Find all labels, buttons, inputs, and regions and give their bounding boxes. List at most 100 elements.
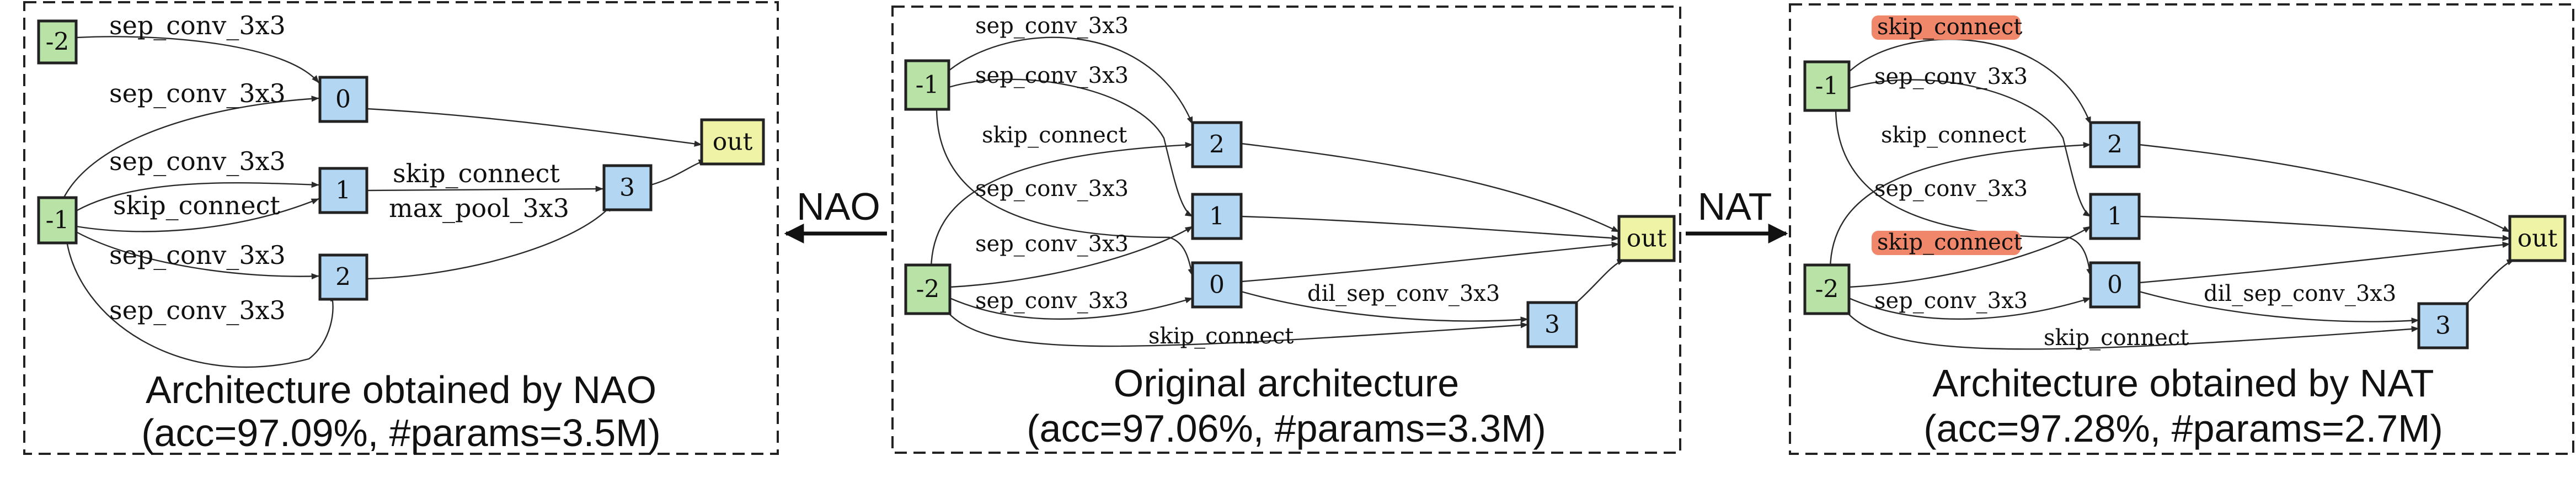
edge-nao-1-3 <box>366 186 603 192</box>
node-label: 1 <box>1209 203 1225 231</box>
node-inner-box <box>318 76 368 123</box>
panel-nao: sep_conv_3x3 sep_conv_3x3 sep_conv_3x3 s… <box>23 1 779 455</box>
node-inner-box <box>2089 193 2141 240</box>
edge-label: sep_conv_3x3 <box>1874 176 2028 202</box>
panel-caption-line1: Architecture obtained by NAO <box>146 368 656 411</box>
node-inner: 0 <box>2089 261 2141 309</box>
node-label: 3 <box>1544 311 1560 339</box>
edge-nao-m1-1b <box>76 198 319 232</box>
node-inner-box <box>2417 302 2469 349</box>
node-output-box <box>700 118 765 166</box>
edge-nat-1-out <box>2139 215 2510 241</box>
edge-label: sep_conv_3x3 <box>1874 64 2028 89</box>
node-input-box <box>37 196 78 245</box>
node-inner-box <box>318 253 368 301</box>
panel-caption-line2: (acc=97.06%, #params=3.3M) <box>1027 407 1546 450</box>
edge-orig-1-out <box>1241 215 1620 241</box>
edge-label: sep_conv_3x3 <box>109 240 286 270</box>
edge-nat-0-out <box>2139 241 2510 284</box>
edge-orig-0-3 <box>1241 290 1529 323</box>
node-label: 1 <box>335 177 351 205</box>
edge-label: skip_connect <box>982 123 1127 148</box>
edge-nao-3-out <box>650 159 707 186</box>
edge-label: skip_connect <box>2044 325 2189 351</box>
arrow-nat: NAT <box>1686 185 1788 243</box>
edge-nat-m1-2 <box>1848 39 2092 125</box>
node-label: out <box>1627 225 1667 253</box>
edge-label: sep_conv_3x3 <box>975 176 1129 202</box>
node-label: -1 <box>916 71 939 99</box>
edge-orig-m1-2 <box>948 36 1194 125</box>
edge-label: skip_connect <box>1148 324 1294 349</box>
edge-orig-m1-1 <box>948 78 1193 218</box>
node-inner-box <box>1191 121 1243 168</box>
arrow-nao-label: NAO <box>797 185 880 228</box>
panel-nat: skip_connect sep_conv_3x3 skip_connect s… <box>1789 3 2574 455</box>
node-inner: 2 <box>2089 121 2141 168</box>
node-input: -1 <box>37 196 78 245</box>
edge-nao-m1-1a <box>76 181 319 212</box>
highlight-box <box>1872 15 2021 40</box>
node-output: out <box>1617 215 1676 262</box>
panel-original-edges <box>930 36 1625 347</box>
node-inner: 3 <box>602 164 653 211</box>
panel-caption-line2: (acc=97.09%, #params=3.5M) <box>141 411 661 454</box>
edge-orig-m2-2 <box>930 142 1193 269</box>
node-input-box <box>904 263 952 315</box>
node-inner-box <box>2089 261 2141 309</box>
panel-nat-edges <box>1829 39 2515 350</box>
panel-nao-border <box>23 1 779 455</box>
node-label: 2 <box>2107 131 2123 159</box>
node-inner-box <box>2089 121 2141 168</box>
edge-nat-m2-0 <box>1848 297 2091 320</box>
arrow-nao: NAO <box>784 185 887 243</box>
node-inner: 3 <box>2417 302 2469 349</box>
panel-nat-border <box>1789 3 2574 455</box>
edge-label: skip_connect <box>393 158 560 188</box>
edge-nat-m1-0 <box>1835 109 2093 277</box>
node-label: -1 <box>1815 72 1839 100</box>
node-output: out <box>700 118 765 166</box>
panel-original: sep_conv_3x3 sep_conv_3x3 skip_connect s… <box>891 6 1681 454</box>
edge-nao-0-out <box>366 108 702 147</box>
panel-original-border <box>891 6 1681 454</box>
node-inner: 2 <box>1191 121 1243 168</box>
node-inner: 1 <box>2089 193 2141 240</box>
node-inner-box <box>1191 193 1243 240</box>
panel-caption-line1: Original architecture <box>1114 362 1459 405</box>
edge-label-highlighted: skip_connect <box>1877 230 2022 255</box>
node-input-box <box>904 59 950 111</box>
node-label: 2 <box>335 263 351 292</box>
edge-nao-2-3 <box>366 204 613 280</box>
node-inner: 3 <box>1526 301 1578 348</box>
edge-nao-m2-0 <box>76 36 319 83</box>
edge-label: max_pool_3x3 <box>389 193 569 223</box>
node-label: 0 <box>1209 271 1225 299</box>
edge-label: dil_sep_conv_3x3 <box>2204 281 2396 306</box>
node-inner: 1 <box>1191 193 1243 240</box>
node-label: 3 <box>619 174 635 202</box>
panel-nao-edge-labels: sep_conv_3x3 sep_conv_3x3 sep_conv_3x3 s… <box>109 10 569 325</box>
node-label: 3 <box>2435 312 2451 340</box>
node-input: -2 <box>1803 263 1851 315</box>
node-label: -1 <box>46 206 70 235</box>
edge-nat-2-out <box>2139 144 2510 233</box>
edge-orig-m2-3 <box>943 306 1529 347</box>
edge-orig-2-out <box>1241 142 1620 233</box>
panel-nat-edge-labels: skip_connect sep_conv_3x3 skip_connect s… <box>1872 14 2396 351</box>
node-input-box <box>1803 60 1851 112</box>
edge-orig-3-out <box>1576 258 1625 303</box>
edge-label-highlighted: skip_connect <box>1877 14 2022 40</box>
node-label: out <box>2518 225 2558 253</box>
node-label: 1 <box>2107 203 2123 231</box>
edge-nat-m2-1 <box>1848 225 2091 288</box>
node-inner: 0 <box>318 76 368 123</box>
edge-nat-m1-1 <box>1848 79 2091 218</box>
node-input-box <box>1803 263 1851 315</box>
node-inner-box <box>318 167 368 214</box>
node-inner-box <box>1526 301 1578 348</box>
arrow-nat-label: NAT <box>1698 185 1772 228</box>
edge-nao-m1-2a <box>76 231 319 280</box>
node-label: -2 <box>46 28 70 56</box>
highlight-box <box>1872 231 2021 255</box>
